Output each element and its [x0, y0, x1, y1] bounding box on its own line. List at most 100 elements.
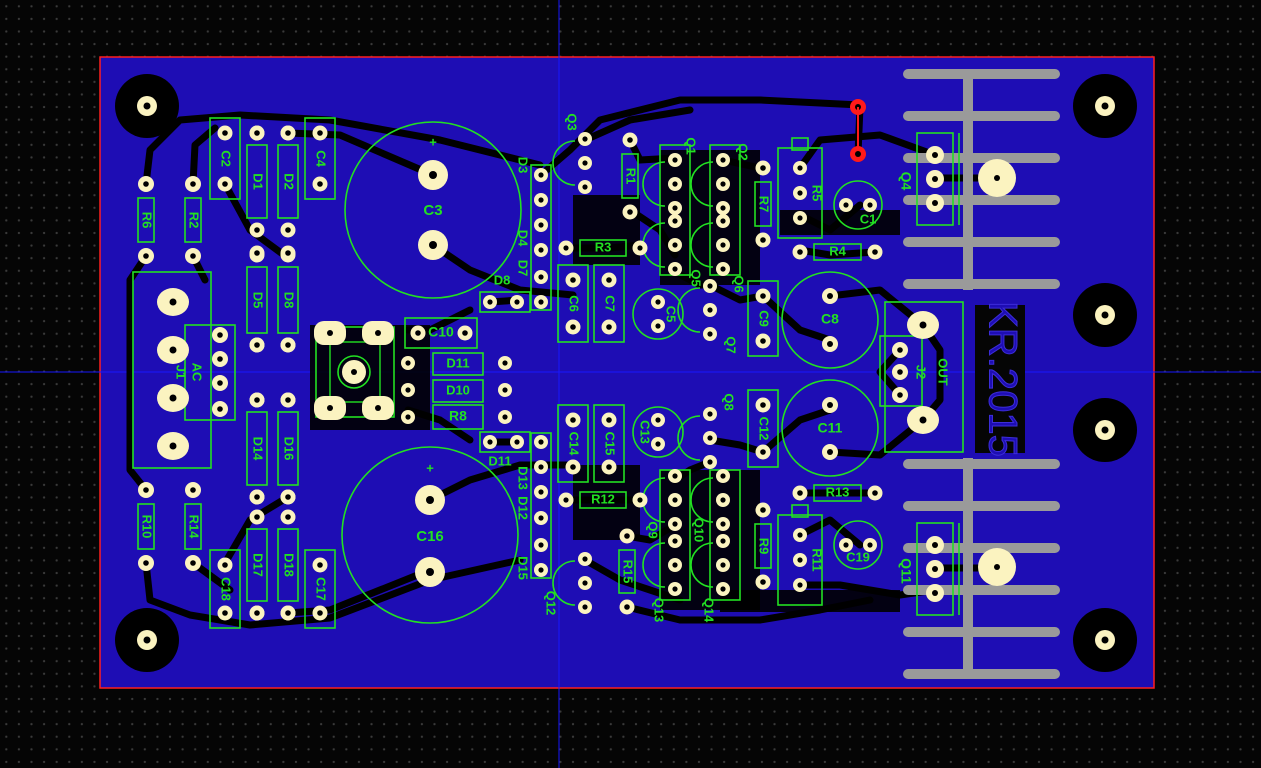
pad-loose[interactable]	[138, 248, 154, 264]
pad-q9[interactable]	[668, 469, 682, 483]
pad-q4[interactable]	[926, 194, 944, 212]
pad-j1-aux[interactable]	[280, 392, 296, 408]
pad-diode-column[interactable]	[534, 511, 548, 525]
pad-j1[interactable]	[157, 384, 189, 412]
pad-diode-column[interactable]	[534, 243, 548, 257]
pad-j2[interactable]	[907, 406, 939, 434]
pad-r11[interactable]	[793, 528, 807, 542]
pad-j1-aux[interactable]	[249, 337, 265, 353]
pad-loose[interactable]	[185, 482, 201, 498]
pad-d8[interactable]	[510, 295, 524, 309]
pad-q12[interactable]	[578, 576, 592, 590]
pad-q4[interactable]	[926, 170, 944, 188]
pad-loose[interactable]	[138, 555, 154, 571]
pad-c16[interactable]	[415, 557, 445, 587]
pad-diode[interactable]	[249, 245, 265, 261]
pad-r9[interactable]	[755, 502, 771, 518]
pad-r7[interactable]	[755, 232, 771, 248]
pad-r4[interactable]	[867, 244, 883, 260]
pad-r1[interactable]	[622, 204, 638, 220]
pad-diode-column[interactable]	[534, 270, 548, 284]
pad-diode-column[interactable]	[534, 563, 548, 577]
pad-q10[interactable]	[716, 493, 730, 507]
pad-loose[interactable]	[559, 493, 573, 507]
pad-c9[interactable]	[755, 288, 771, 304]
pad-q11[interactable]	[926, 560, 944, 578]
pad-q12[interactable]	[578, 600, 592, 614]
via[interactable]	[850, 107, 866, 162]
pad-c5[interactable]	[651, 319, 665, 333]
pad-q14[interactable]	[716, 582, 730, 596]
pad-c2[interactable]	[217, 125, 233, 141]
pad-diode-column[interactable]	[534, 218, 548, 232]
pad-c18[interactable]	[217, 605, 233, 621]
pad-j1-aux[interactable]	[280, 337, 296, 353]
pad-j1-header[interactable]	[212, 327, 228, 343]
pad-q3[interactable]	[578, 132, 592, 146]
pad-j1[interactable]	[157, 288, 189, 316]
pad-bridge-rectifier[interactable]	[314, 396, 346, 420]
pad-d9-d10[interactable]	[401, 356, 415, 370]
pad-q5[interactable]	[668, 262, 682, 276]
pad-diode-column[interactable]	[534, 295, 548, 309]
pad-q2[interactable]	[716, 177, 730, 191]
pad-c10[interactable]	[410, 325, 426, 341]
mounting-hole[interactable]	[1073, 283, 1137, 347]
pad-r4[interactable]	[792, 244, 808, 260]
pad-j2-header[interactable]	[892, 364, 908, 380]
pad-q8[interactable]	[703, 407, 717, 421]
pad-q3[interactable]	[578, 180, 592, 194]
pad-d11[interactable]	[483, 435, 497, 449]
pad-diode-column[interactable]	[534, 485, 548, 499]
pad-q13[interactable]	[668, 582, 682, 596]
pad-q8[interactable]	[703, 431, 717, 445]
pad-q13[interactable]	[668, 534, 682, 548]
pad-q11[interactable]	[926, 584, 944, 602]
pad-q7[interactable]	[703, 327, 717, 341]
pad-c3[interactable]	[418, 230, 448, 260]
pad-c15[interactable]	[601, 459, 617, 475]
pad-q6[interactable]	[716, 262, 730, 276]
pad-q13[interactable]	[668, 558, 682, 572]
pad-c9[interactable]	[755, 333, 771, 349]
pad-c17[interactable]	[312, 605, 328, 621]
pad-q6[interactable]	[716, 238, 730, 252]
pad-r8[interactable]	[498, 356, 512, 370]
pad-c12[interactable]	[755, 397, 771, 413]
pad-d17[interactable]	[249, 509, 265, 525]
pad-c17[interactable]	[312, 557, 328, 573]
pad-c19[interactable]	[839, 538, 853, 552]
pad-bridge-rectifier[interactable]	[362, 396, 394, 420]
pad-c14[interactable]	[565, 412, 581, 428]
pad-c7[interactable]	[601, 272, 617, 288]
pad-q9[interactable]	[668, 517, 682, 531]
pad-q6[interactable]	[716, 214, 730, 228]
pad-q10[interactable]	[716, 517, 730, 531]
pad-d9-d10[interactable]	[401, 410, 415, 424]
mounting-hole[interactable]	[1073, 398, 1137, 462]
pad-c3[interactable]	[418, 160, 448, 190]
pad-c16[interactable]	[415, 485, 445, 515]
pad-c10[interactable]	[457, 325, 473, 341]
pad-r9[interactable]	[755, 574, 771, 590]
pad-c14[interactable]	[565, 459, 581, 475]
pad-r11[interactable]	[793, 553, 807, 567]
pad-r15[interactable]	[619, 599, 635, 615]
pad-diode[interactable]	[280, 489, 296, 505]
pad-q8[interactable]	[703, 455, 717, 469]
pad-d18[interactable]	[280, 509, 296, 525]
pad-d8[interactable]	[483, 295, 497, 309]
pad-j2-header[interactable]	[892, 387, 908, 403]
pad-j2-header[interactable]	[892, 342, 908, 358]
pad-diode-column[interactable]	[534, 460, 548, 474]
pad-j1-header[interactable]	[212, 401, 228, 417]
mounting-hole[interactable]	[1073, 608, 1137, 672]
mounting-hole[interactable]	[115, 74, 179, 138]
pad-r13[interactable]	[792, 485, 808, 501]
pad-loose[interactable]	[559, 241, 573, 255]
pad-d9-d10[interactable]	[401, 383, 415, 397]
pad-loose[interactable]	[633, 241, 647, 255]
pad-j2[interactable]	[907, 311, 939, 339]
pad-q7[interactable]	[703, 279, 717, 293]
